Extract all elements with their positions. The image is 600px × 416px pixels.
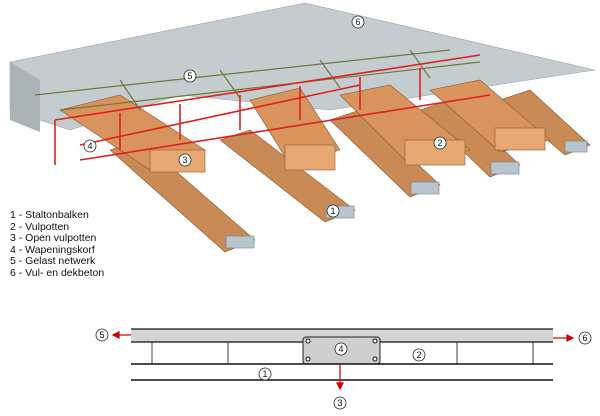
cross-section: 5 6 4 2 1 3 bbox=[95, 328, 592, 410]
section-callout-4: 4 bbox=[338, 344, 343, 354]
callout-4: 4 bbox=[87, 141, 92, 151]
pot-faces bbox=[149, 127, 546, 173]
section-callout-1: 1 bbox=[262, 369, 267, 379]
callout-1: 1 bbox=[330, 206, 335, 216]
callout-2: 2 bbox=[437, 138, 442, 148]
legend-item: 2 - Vulpotten bbox=[10, 220, 70, 233]
joists bbox=[109, 89, 591, 253]
section-callout-2: 2 bbox=[416, 350, 421, 360]
legend-item: 5 - Gelast netwerk bbox=[10, 255, 96, 268]
callout-5: 5 bbox=[187, 71, 192, 81]
callout-3: 3 bbox=[182, 155, 187, 165]
legend: 1 - Staltonbalken 2 - Vulpotten 3 - Open… bbox=[10, 209, 105, 280]
legend-item: 4 - Wapeningskorf bbox=[10, 243, 95, 256]
section-callout-3: 3 bbox=[337, 398, 342, 408]
legend-item: 3 - Open vulpotten bbox=[10, 232, 97, 245]
callout-6: 6 bbox=[355, 17, 360, 27]
isometric-illustration: 6 5 4 3 2 1 bbox=[9, 2, 596, 253]
section-callout-5: 5 bbox=[99, 330, 104, 340]
reinforcement-cage bbox=[54, 54, 491, 165]
section-callout-6: 6 bbox=[582, 333, 587, 343]
callouts bbox=[83, 15, 447, 218]
legend-item: 1 - Staltonbalken bbox=[10, 209, 89, 221]
legend-item: 6 - Vul- en dekbeton bbox=[10, 266, 105, 279]
slab-side bbox=[10, 62, 40, 132]
